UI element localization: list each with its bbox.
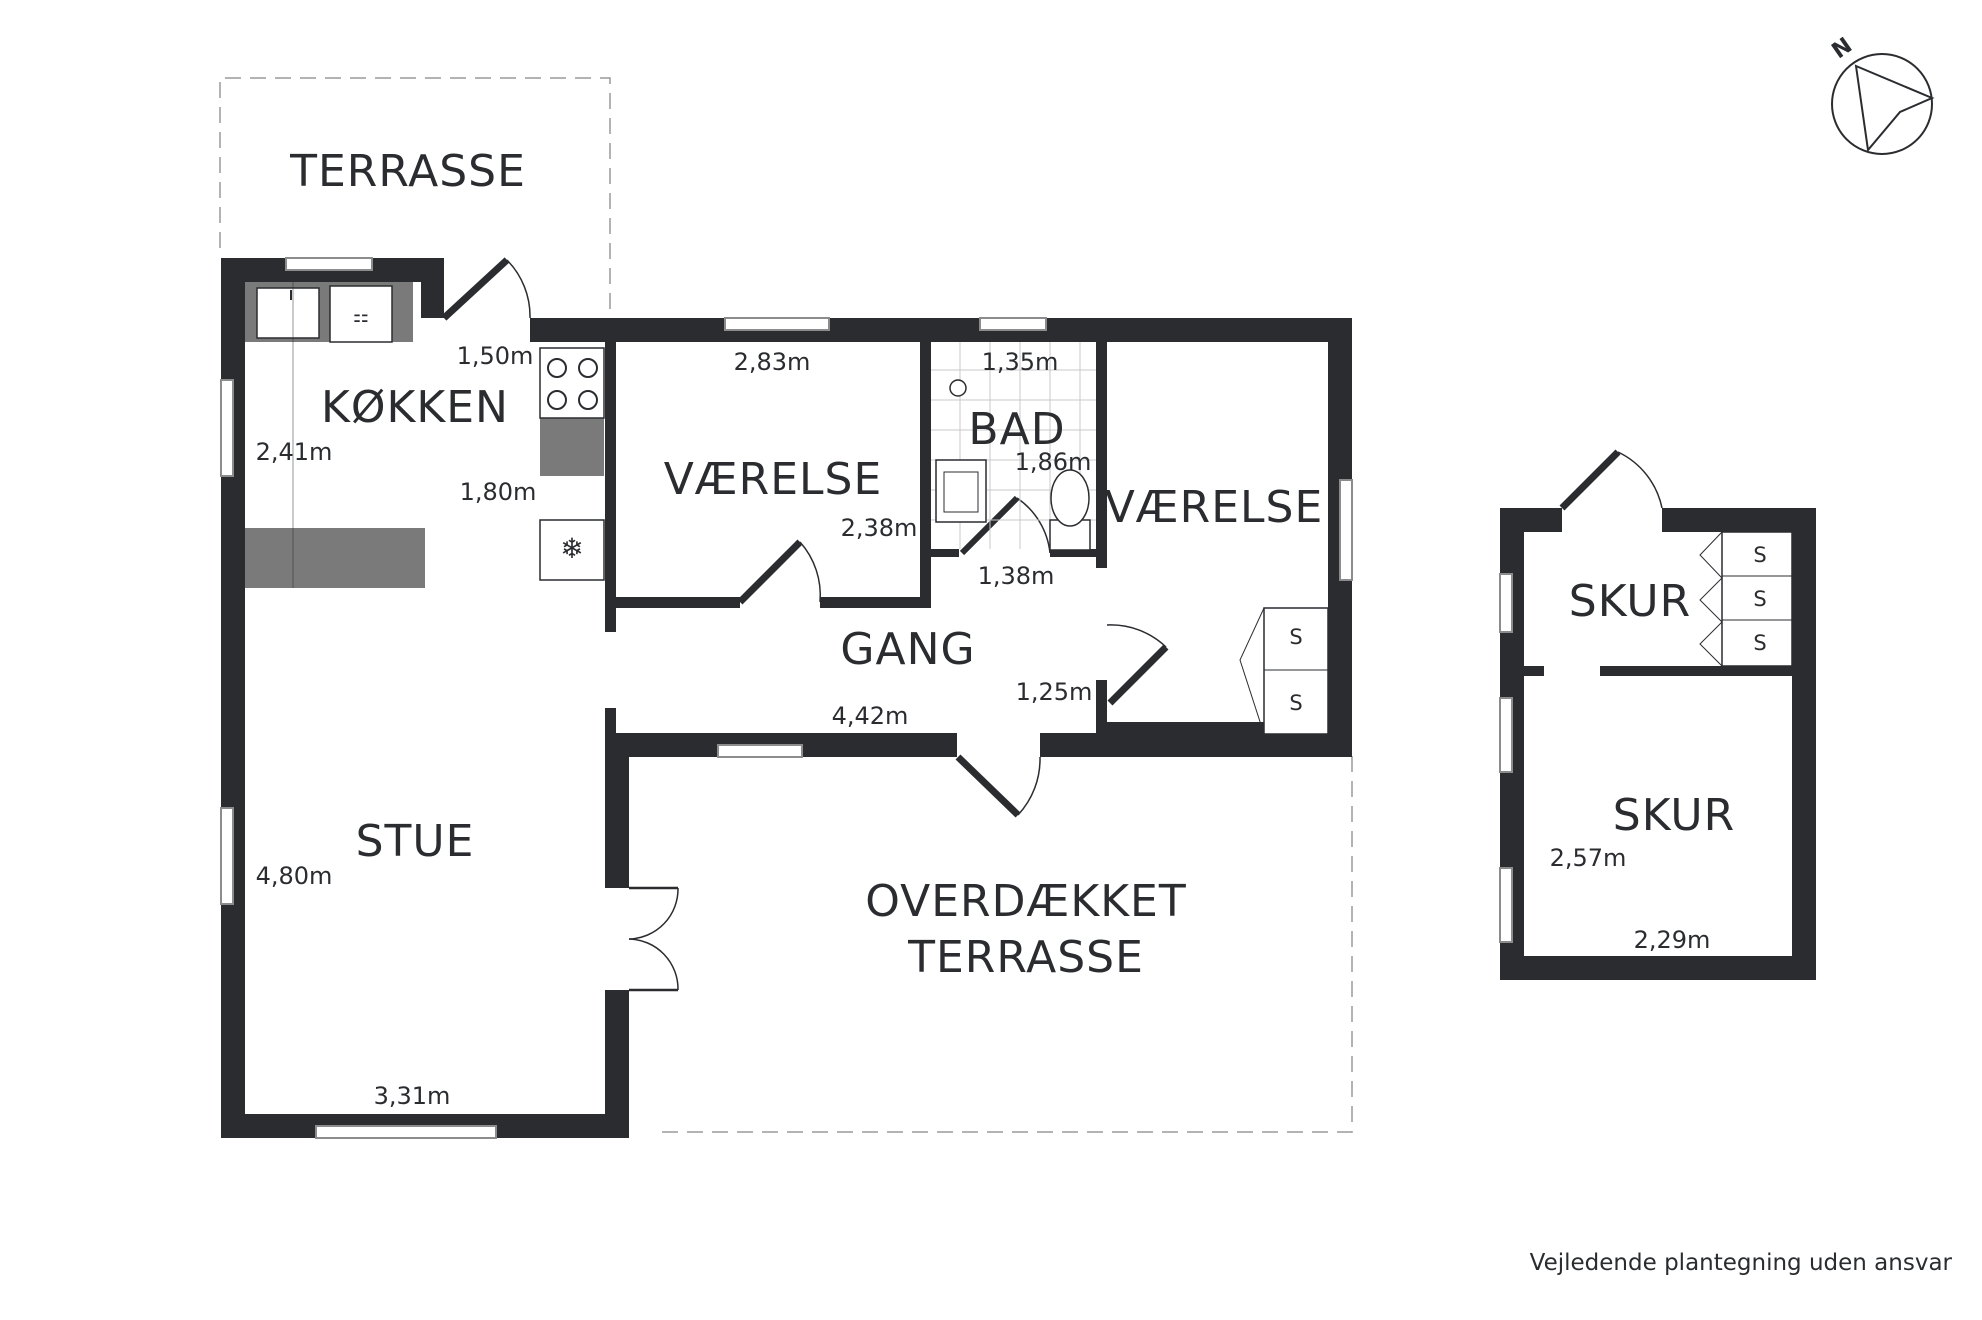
sink [256,287,320,339]
dim-vaerelse1-depth: 2,38m [841,514,918,542]
shed-wall-top-right [1662,508,1816,532]
room-stue: STUE [356,816,475,867]
door-kitchen-entrance [441,257,531,321]
kitchen-island [245,528,425,588]
shed-windows [1499,573,1513,943]
wall-vaerelse1-bottom-right [820,597,926,608]
wall-bad-bottom-right [1050,549,1107,557]
dim-skur-depth: 2,57m [1550,844,1627,872]
window-bad-top [979,317,1047,331]
wall-stue-right-bottom [605,990,629,1138]
room-kokken: KØKKEN [321,382,509,433]
dim-stue-width: 3,31m [374,1082,451,1110]
shed-wall-mid-left [1524,666,1544,676]
shelf-labels: S S S S S [1289,543,1766,715]
room-labels: TERRASSE KØKKEN VÆRELSE BAD VÆRELSE GANG… [289,146,1735,983]
windows [220,257,1353,1139]
shed-shelves [1699,531,1793,667]
window-stue-bottom [315,1125,497,1139]
north-arrow-icon [1854,64,1935,153]
bathroom-fixtures [931,342,1096,551]
window-gang-bottom [717,744,803,758]
shelf-label: S [1753,587,1766,611]
shelf-label: S [1753,631,1766,655]
door-shed [1559,449,1663,511]
wall-kitchen-right [605,342,616,632]
wall-stue-right-top [605,735,629,888]
door-vaerelse1 [737,539,822,605]
fridge [539,519,605,581]
bathroom-tiles [931,342,1096,549]
room-skur-2: SKUR [1613,790,1735,841]
dim-bad-bottom: 1,38m [978,562,1055,590]
room-vaerelse-1: VÆRELSE [664,454,883,505]
room-terrasse: TERRASSE [289,146,526,197]
window-stue-left [220,807,234,905]
window-kitchen-left [220,379,234,477]
wall-kitchen-top-right [434,258,444,318]
shelf-label: S [1289,691,1302,715]
shed-wall-mid-right [1600,666,1792,676]
toilet-bowl [1050,469,1090,527]
room-overdaekket-line2: TERRASSE [907,932,1144,983]
room-skur-1: SKUR [1569,576,1691,627]
shelf-label: S [1289,625,1302,649]
door-gang-terrasse [955,754,1041,818]
terrace-outlines [219,77,1353,1133]
wardrobe-vaerelse2 [1239,607,1329,735]
wall-kitchen-top-corner [421,258,435,318]
dishwasher-icon: ⚏ [353,306,369,327]
door-vaerelse2 [1106,624,1169,706]
shower-icon [949,379,967,397]
wall-gang-stub-bottom [605,708,616,734]
overdaekket-terrasse-outline [660,756,1353,1133]
wall-bad-bottom [931,549,959,557]
room-gang: GANG [840,624,975,675]
dim-vaerelse1-width: 2,83m [734,348,811,376]
wall-bottom-gang-right [1040,733,1352,757]
wall-gang-stub-top [605,608,616,632]
wall-top-main [530,318,1352,342]
shelf-label: S [1753,543,1766,567]
wall-vaerelse1-right [920,342,931,608]
shed-wall-bottom [1500,956,1816,980]
window-vaerelse2-right [1339,479,1353,581]
room-vaerelse-2: VÆRELSE [1105,482,1324,533]
dim-kokken-width: 2,41m [256,438,333,466]
wall-vaerelse1-bottom-left [616,597,740,608]
room-overdaekket-line1: OVERDÆKKET [865,876,1186,927]
room-bad: BAD [968,404,1065,455]
wall-vaerelse2-left-lower [1096,680,1107,733]
kitchen-fixtures: ⚏ ❄ [245,282,605,588]
window-kitchen-top [285,257,373,271]
dim-kokken-side: 1,80m [460,478,537,506]
wall-vaerelse2-bottom [1096,722,1329,733]
terrasse-outline [219,77,611,318]
compass-north-label: N [1828,33,1857,64]
dim-bad-width: 1,35m [982,348,1059,376]
dim-gang-side: 1,25m [1016,678,1093,706]
door-stue-double [628,886,679,992]
dim-stue-depth: 4,80m [256,862,333,890]
disclaimer-text: Vejledende plantegning uden ansvar [1529,1250,1952,1276]
dim-skur-width: 2,29m [1634,926,1711,954]
dimension-labels: 1,50m 2,41m 1,80m 2,83m 2,38m 1,35m 1,86… [256,342,1711,1110]
compass: N [1828,33,1935,155]
window-vaerelse1-top [724,317,830,331]
shed-wall-right [1792,508,1816,980]
dim-gang-length: 4,42m [832,702,909,730]
snowflake-icon: ❄ [560,532,583,565]
dim-kokken-door: 1,50m [457,342,534,370]
dim-bad-depth: 1,86m [1015,448,1092,476]
dishwasher [329,285,393,343]
wall-bad-right [1096,342,1107,568]
